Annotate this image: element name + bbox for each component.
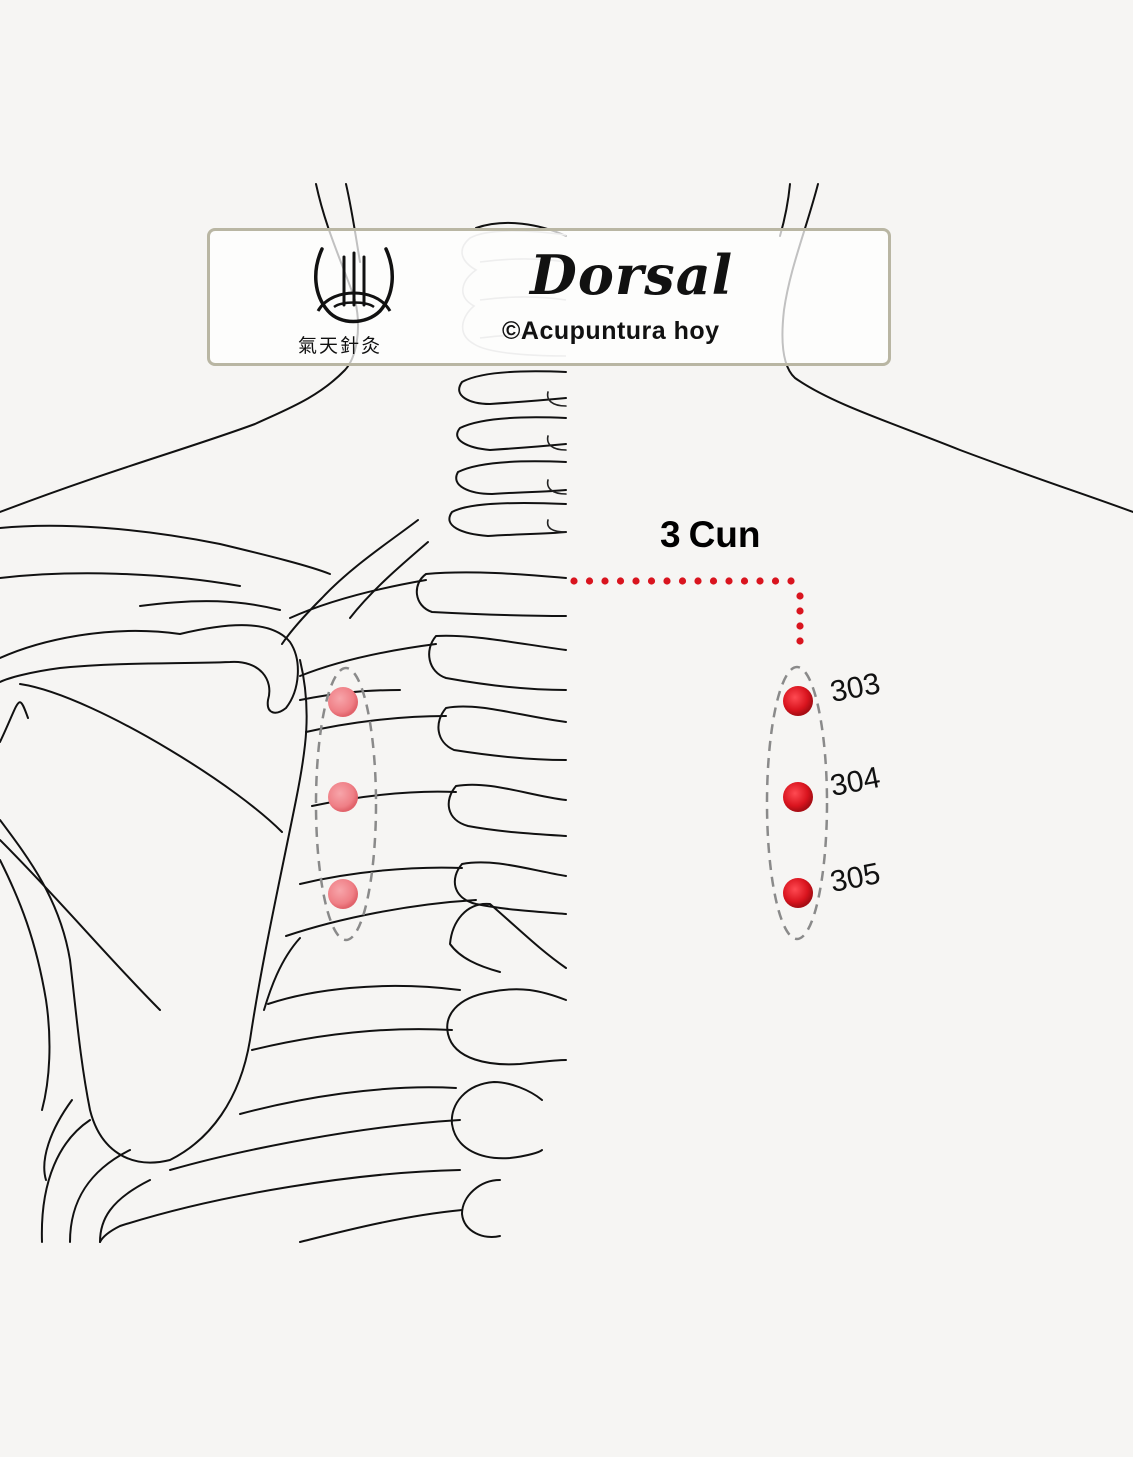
point-304 — [783, 782, 813, 812]
measurement-dot — [740, 577, 749, 585]
rib-cage-edge — [0, 859, 301, 1111]
rib-11 — [99, 1169, 461, 1243]
thoracic-vertebra-3 — [437, 705, 567, 761]
measurement-dot — [647, 577, 656, 585]
measurement-dot — [585, 577, 594, 585]
rib-10 — [169, 1119, 461, 1171]
scapula-body — [0, 659, 308, 1164]
thoracic-vertebra-6 — [449, 902, 567, 973]
cervical-vertebra-2 — [456, 416, 567, 451]
right-point-group — [765, 665, 829, 941]
measurement-dot — [663, 577, 671, 585]
point-305 — [783, 878, 813, 908]
scapula-spine — [19, 683, 283, 833]
acromion — [0, 624, 299, 714]
rib-9 — [239, 1086, 457, 1115]
left-points-guide — [314, 666, 378, 942]
cervical-vertebra-1 — [458, 370, 567, 405]
left-point-3 — [328, 879, 358, 909]
measurement-dot — [796, 637, 804, 645]
measurement-dot — [787, 577, 795, 585]
rib-6 — [285, 899, 477, 937]
left-point-1 — [328, 687, 358, 717]
measurement-dot — [616, 577, 625, 585]
cervical-vertebra-4 — [448, 501, 567, 537]
measurement-value: 3 — [660, 514, 681, 555]
clavicle — [0, 524, 331, 587]
rib-4 — [311, 790, 457, 807]
thoracic-vertebra-9 — [461, 1179, 501, 1238]
cervical-vertebra-3 — [455, 460, 567, 495]
thoracic-vertebra-1 — [416, 571, 567, 617]
rib-3 — [305, 715, 447, 733]
measurement-dot — [709, 577, 718, 585]
left-point-group — [314, 666, 378, 942]
first-rib — [281, 519, 429, 645]
copyright-text: ©Acupuntura hoy — [502, 317, 720, 345]
page-title: Dorsal — [530, 243, 734, 307]
measurement-unit: Cun — [688, 514, 761, 555]
measurement-dot — [796, 592, 804, 600]
measurement-dot — [601, 577, 609, 585]
rib-1 — [289, 579, 427, 619]
thoracic-vertebra-5 — [453, 861, 567, 915]
thoracic-vertebra-7 — [446, 988, 567, 1066]
scapula-spine-lower — [0, 701, 161, 1011]
logo-characters: 氣天針灸 — [298, 335, 383, 357]
thoracic-vertebra-8 — [450, 1081, 543, 1160]
measurement-dot — [796, 622, 804, 630]
left-point-2 — [328, 782, 358, 812]
rib-8 — [251, 1028, 453, 1051]
measurement-dot — [756, 577, 764, 585]
right-points-guide — [765, 665, 829, 941]
cervical-processes — [546, 391, 567, 533]
shoulder-girdle — [0, 519, 429, 1164]
rib-2 — [299, 643, 437, 677]
measurement-dot — [570, 577, 578, 585]
thoracic-vertebra-2 — [428, 634, 567, 691]
rib-lower-left — [40, 1099, 151, 1243]
measurement-dot — [632, 577, 640, 585]
rib-12 — [299, 1209, 463, 1243]
thoracic-vertebrae — [416, 571, 567, 1238]
acupuncture-logo-icon — [314, 247, 394, 324]
measurement-dot — [678, 577, 687, 585]
rib-7 — [267, 984, 461, 1005]
rib-5 — [299, 866, 463, 885]
measurement-dot — [725, 577, 733, 585]
thoracic-vertebra-4 — [447, 783, 567, 837]
point-303 — [783, 686, 813, 716]
title-card: 氣天針灸 Dorsal ©Acupuntura hoy — [207, 228, 891, 366]
measurement-dot — [796, 607, 804, 615]
measurement-dot — [771, 577, 780, 585]
measurement-dot — [694, 577, 702, 585]
ribs — [0, 579, 477, 1243]
measurement-line — [570, 577, 804, 645]
